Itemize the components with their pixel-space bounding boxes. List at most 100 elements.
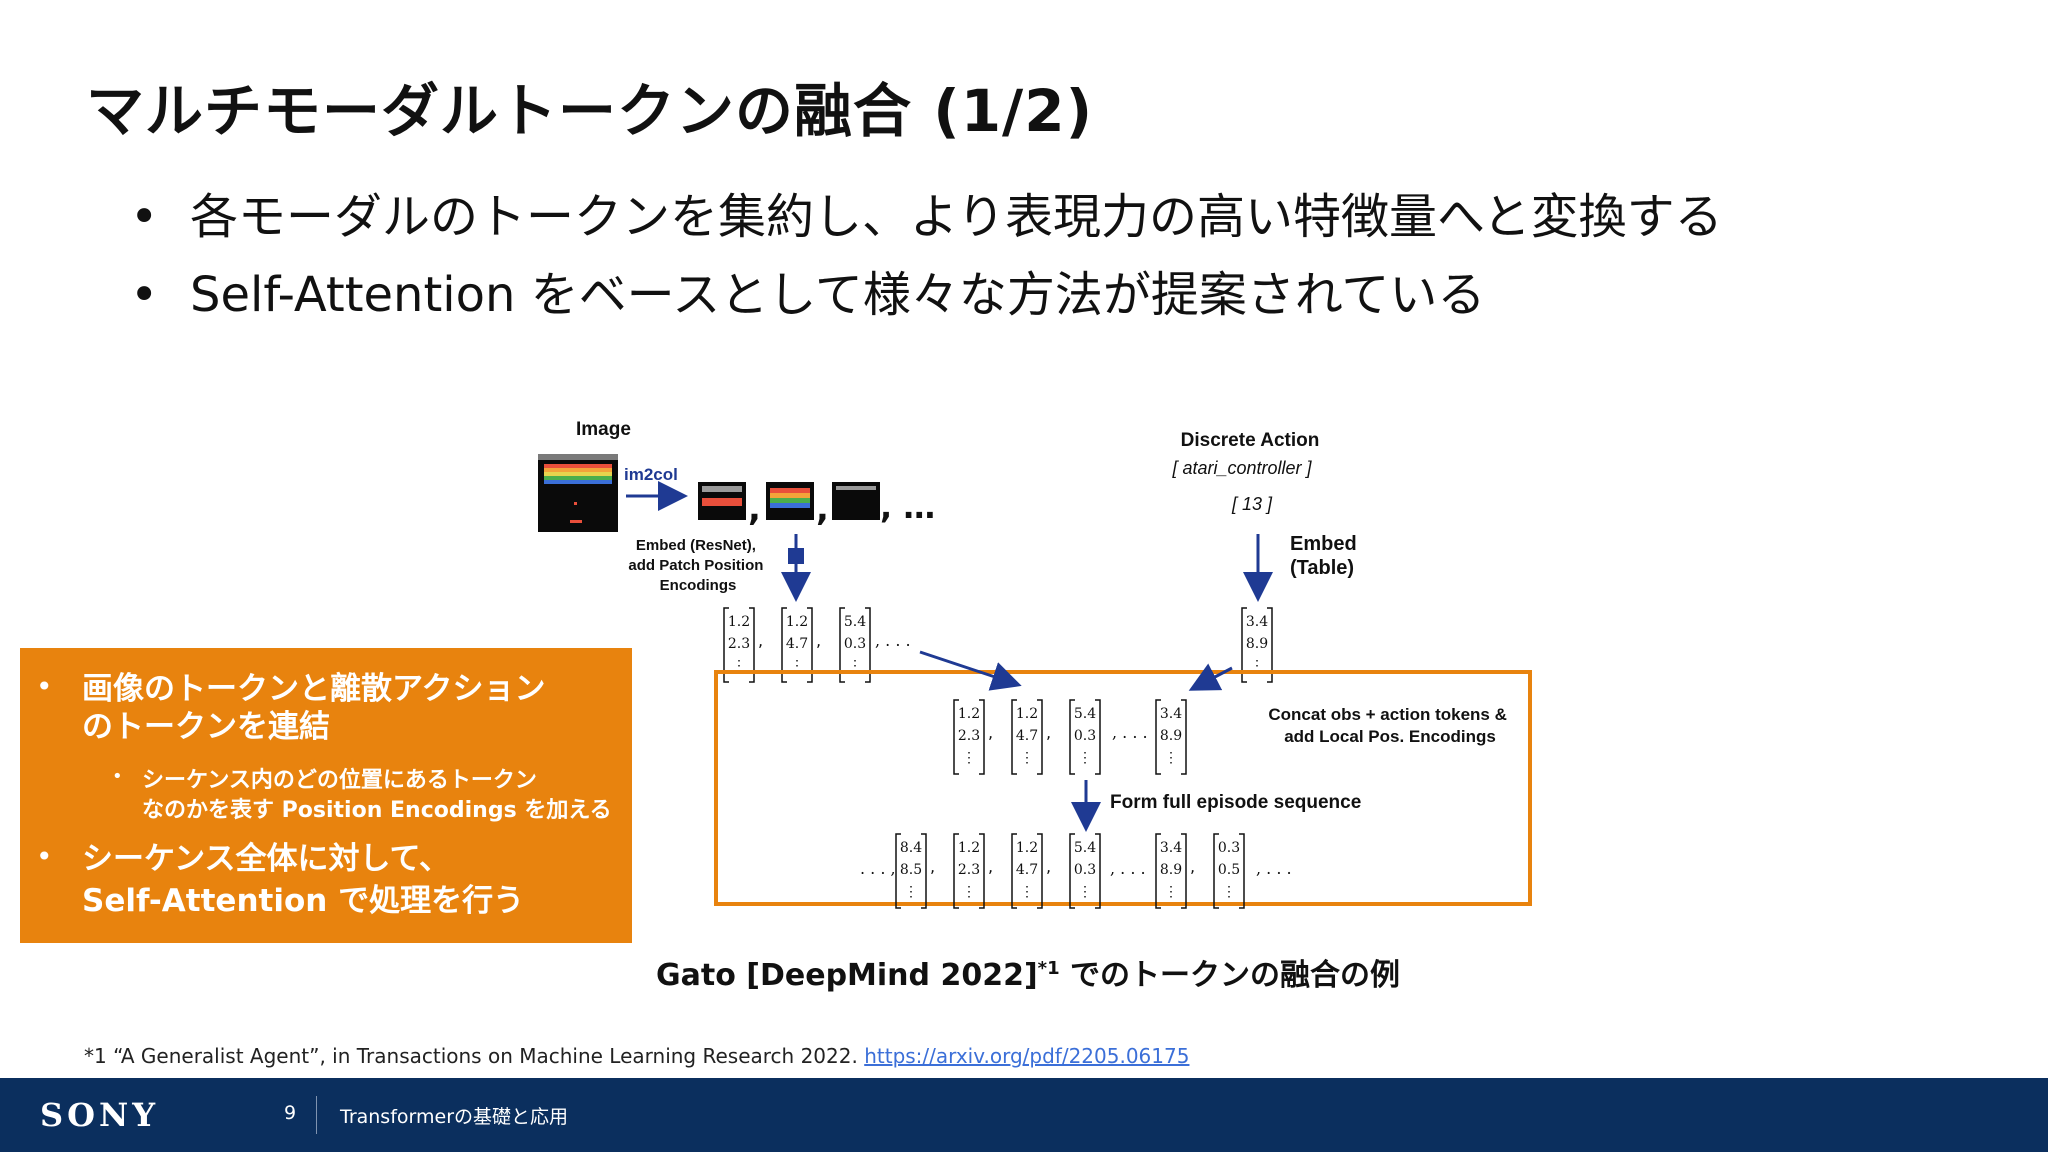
vector-value: ⋮: [1020, 884, 1034, 900]
vector-value: 8.5: [900, 862, 922, 878]
vector-value: 8.4: [900, 840, 922, 856]
vector: 0.3 0.5 ⋮: [1213, 833, 1245, 909]
vector-value: 4.7: [1016, 862, 1038, 878]
summary-item-1-line-2: のトークンを連結: [82, 709, 330, 745]
vector-value: 1.2: [728, 614, 750, 630]
vector-value: 0.3: [1074, 862, 1096, 878]
vector-separator: ,: [1046, 723, 1051, 742]
vector-value: ⋮: [904, 884, 918, 900]
vector-value: 0.5: [1218, 862, 1240, 878]
embed-table-label: Embed (Table): [1290, 533, 1362, 579]
image-patch: [698, 482, 746, 520]
vector-value: 1.2: [786, 614, 808, 630]
figure-caption: Gato [DeepMind 2022]*1 でのトークンの融合の例: [656, 950, 1400, 994]
vector-value: 0.3: [1218, 840, 1240, 856]
vector-brackets: [1011, 833, 1043, 909]
atari-frame-image: [538, 454, 618, 532]
bullet-item: •Self-Attention をベースとして様々な方法が提案されている: [130, 256, 1723, 334]
vector-value: 0.3: [1074, 728, 1096, 744]
vector-value: ⋮: [1078, 884, 1092, 900]
vector-brackets: [1069, 833, 1101, 909]
concat-dots: , . . .: [1112, 723, 1148, 742]
vector-separator: ,: [1046, 857, 1051, 876]
bullet-dot: •: [130, 189, 159, 245]
vector-brackets: [953, 699, 985, 775]
vector-value: 0.3: [844, 636, 866, 652]
vector-value: ⋮: [1164, 884, 1178, 900]
im2col-label: im2col: [624, 465, 678, 484]
patch-comma: ,: [748, 489, 761, 529]
vector: 3.48.9⋮: [1241, 607, 1273, 683]
summary-item-2-line-2: Self-Attention で処理を行う: [82, 883, 525, 919]
sequence-vectors: 8.48.5⋮,1.22.3⋮,1.24.7⋮,5.40.3⋮3.48.9⋮,0…: [895, 833, 1245, 909]
summary-sub-line-2: なのかを表す Position Encodings を加える: [142, 798, 612, 823]
vector-value: 1.2: [1016, 840, 1038, 856]
vector-brackets: [1213, 833, 1245, 909]
bullet-list: •各モーダルのトークンを集約し、より表現力の高い特徴量へと変換する •Self-…: [130, 178, 1723, 334]
vector-brackets: [723, 607, 755, 683]
obs-trailing-dots: , . . .: [875, 631, 911, 650]
vector: 5.40.3⋮: [1069, 699, 1101, 775]
footnote-link[interactable]: https://arxiv.org/pdf/2205.06175: [864, 1044, 1190, 1068]
vector-brackets: [1155, 833, 1187, 909]
course-title: Transformerの基礎と応用: [340, 1106, 569, 1128]
vector: 1.22.3⋮: [953, 699, 985, 775]
vector: 3.48.9⋮: [1155, 833, 1187, 909]
caption-footnote-mark: *1: [1037, 958, 1060, 979]
vector: 1.22.3⋮: [953, 833, 985, 909]
vector-value: 2.3: [728, 636, 750, 652]
vector: 5.4 0.3 ⋮: [1069, 833, 1101, 909]
vector-value: ⋮: [1020, 750, 1034, 766]
atari-controller-label: [ atari_controller ]: [1171, 458, 1312, 478]
concat-vectors: 1.22.3⋮,1.24.7⋮,5.40.3⋮3.48.9⋮: [953, 699, 1187, 775]
vector-separator: ,: [1190, 857, 1195, 876]
embed-resnet-label: Embed (ResNet), add Patch Position Encod…: [628, 537, 767, 594]
vector-value: ⋮: [962, 750, 976, 766]
vector-value: ⋮: [1222, 884, 1236, 900]
vector-value: 2.3: [958, 862, 980, 878]
vector-value: 8.9: [1160, 862, 1182, 878]
vector-separator: ,: [816, 631, 821, 650]
image-label: Image: [576, 419, 631, 440]
bullet-item: •各モーダルのトークンを集約し、より表現力の高い特徴量へと変換する: [130, 178, 1723, 256]
vector: 1.2 4.7 ⋮: [1011, 833, 1043, 909]
footer-divider: [316, 1096, 317, 1134]
vector-brackets: [1069, 699, 1101, 775]
vector-value: 5.4: [1074, 840, 1096, 856]
patch-ellipsis: , …: [880, 488, 935, 526]
vector-brackets: [953, 833, 985, 909]
vector-separator: ,: [758, 631, 763, 650]
vector-value: 3.4: [1246, 614, 1268, 630]
sequence-mid-dots: , . . .: [1110, 859, 1146, 878]
summary-sub-line-1: シーケンス内のどの位置にあるトークン: [142, 768, 537, 793]
vector-brackets: [895, 833, 927, 909]
vector-value: ⋮: [1164, 750, 1178, 766]
action-vector: 3.48.9⋮: [1241, 607, 1273, 683]
sequence-lead-dots: . . . ,: [860, 859, 896, 878]
vector-brackets: [1155, 699, 1187, 775]
vector-value: 2.3: [958, 728, 980, 744]
summary-bullet: •: [36, 840, 53, 873]
vector-value: 8.9: [1160, 728, 1182, 744]
vector-value: 1.2: [958, 840, 980, 856]
embed-resnet-block: [788, 548, 804, 564]
vector-value: 1.2: [1016, 706, 1038, 722]
summary-item-1-line-1: 画像のトークンと離散アクション: [82, 671, 546, 707]
patch-comma: ,: [816, 489, 829, 529]
discrete-action-title: Discrete Action: [1181, 430, 1320, 451]
vector-separator: ,: [930, 857, 935, 876]
vector-value: 5.4: [844, 614, 866, 630]
page-number: 9: [284, 1102, 297, 1124]
image-patch: [766, 482, 814, 520]
sony-logo: SONY: [40, 1096, 160, 1134]
sequence-trailing-dots: , . . .: [1256, 859, 1292, 878]
vector-value: 4.7: [786, 636, 808, 652]
footnote: *1 “A Generalist Agent”, in Transactions…: [84, 1044, 1189, 1068]
gato-diagram: Image im2col , , , … Embed (ResNet), add…: [538, 419, 1532, 909]
footnote-text: *1 “A Generalist Agent”, in Transactions…: [84, 1044, 865, 1068]
vector-brackets: [1241, 607, 1273, 683]
caption-text: でのトークンの融合の例: [1059, 958, 1401, 993]
obs-to-concat-arrow: [919, 650, 1022, 691]
summary-box: • 画像のトークンと離散アクション のトークンを連結 • シーケンス内のどの位置…: [20, 648, 632, 943]
vector-value: 8.9: [1246, 636, 1268, 652]
